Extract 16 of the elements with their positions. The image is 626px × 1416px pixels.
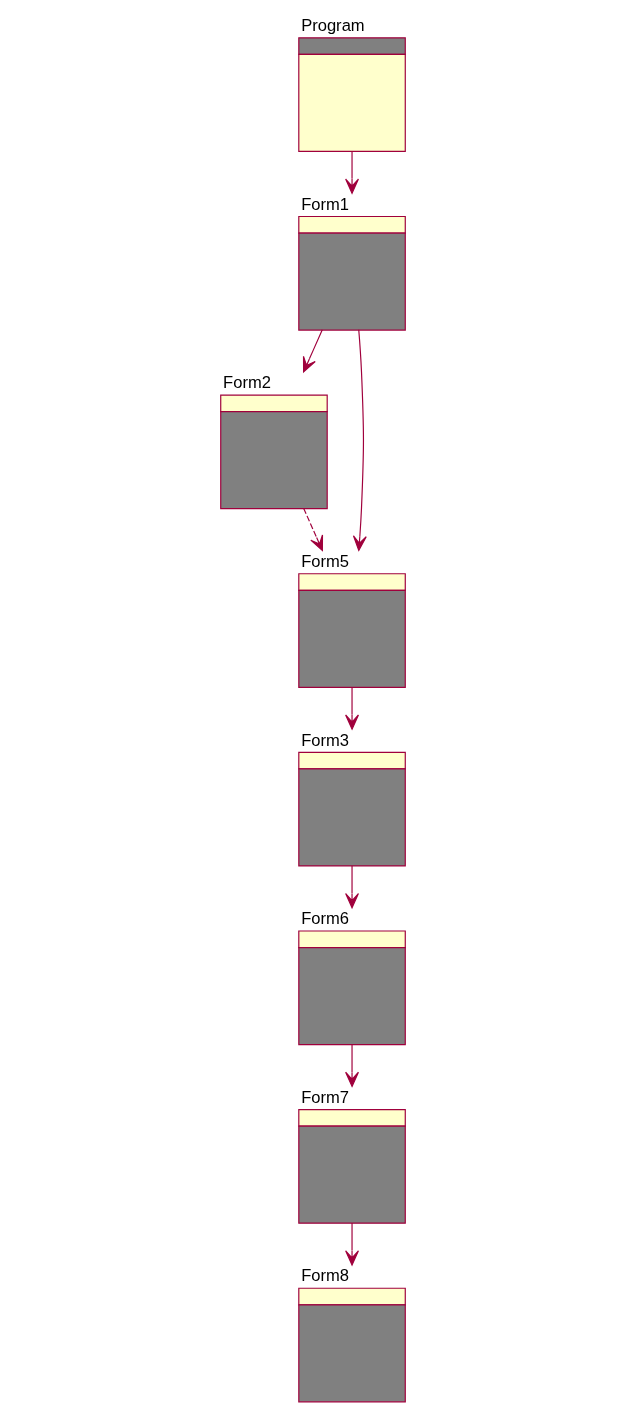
node-label: Form1 xyxy=(301,194,349,214)
arrow xyxy=(303,507,324,552)
arrow xyxy=(352,329,367,551)
arrow xyxy=(345,865,359,909)
node-label: Form6 xyxy=(301,909,349,929)
arrow xyxy=(345,150,359,194)
node-label: Form3 xyxy=(301,730,349,750)
node-label: Program xyxy=(301,16,365,36)
arrow xyxy=(345,1043,359,1087)
arrow xyxy=(345,686,359,730)
node-label: Form2 xyxy=(223,373,271,393)
arrow xyxy=(345,1222,359,1266)
arrow xyxy=(302,329,323,373)
node-label: Form7 xyxy=(301,1087,349,1107)
node-label: Form8 xyxy=(301,1266,349,1286)
node-label: Form5 xyxy=(301,551,349,571)
